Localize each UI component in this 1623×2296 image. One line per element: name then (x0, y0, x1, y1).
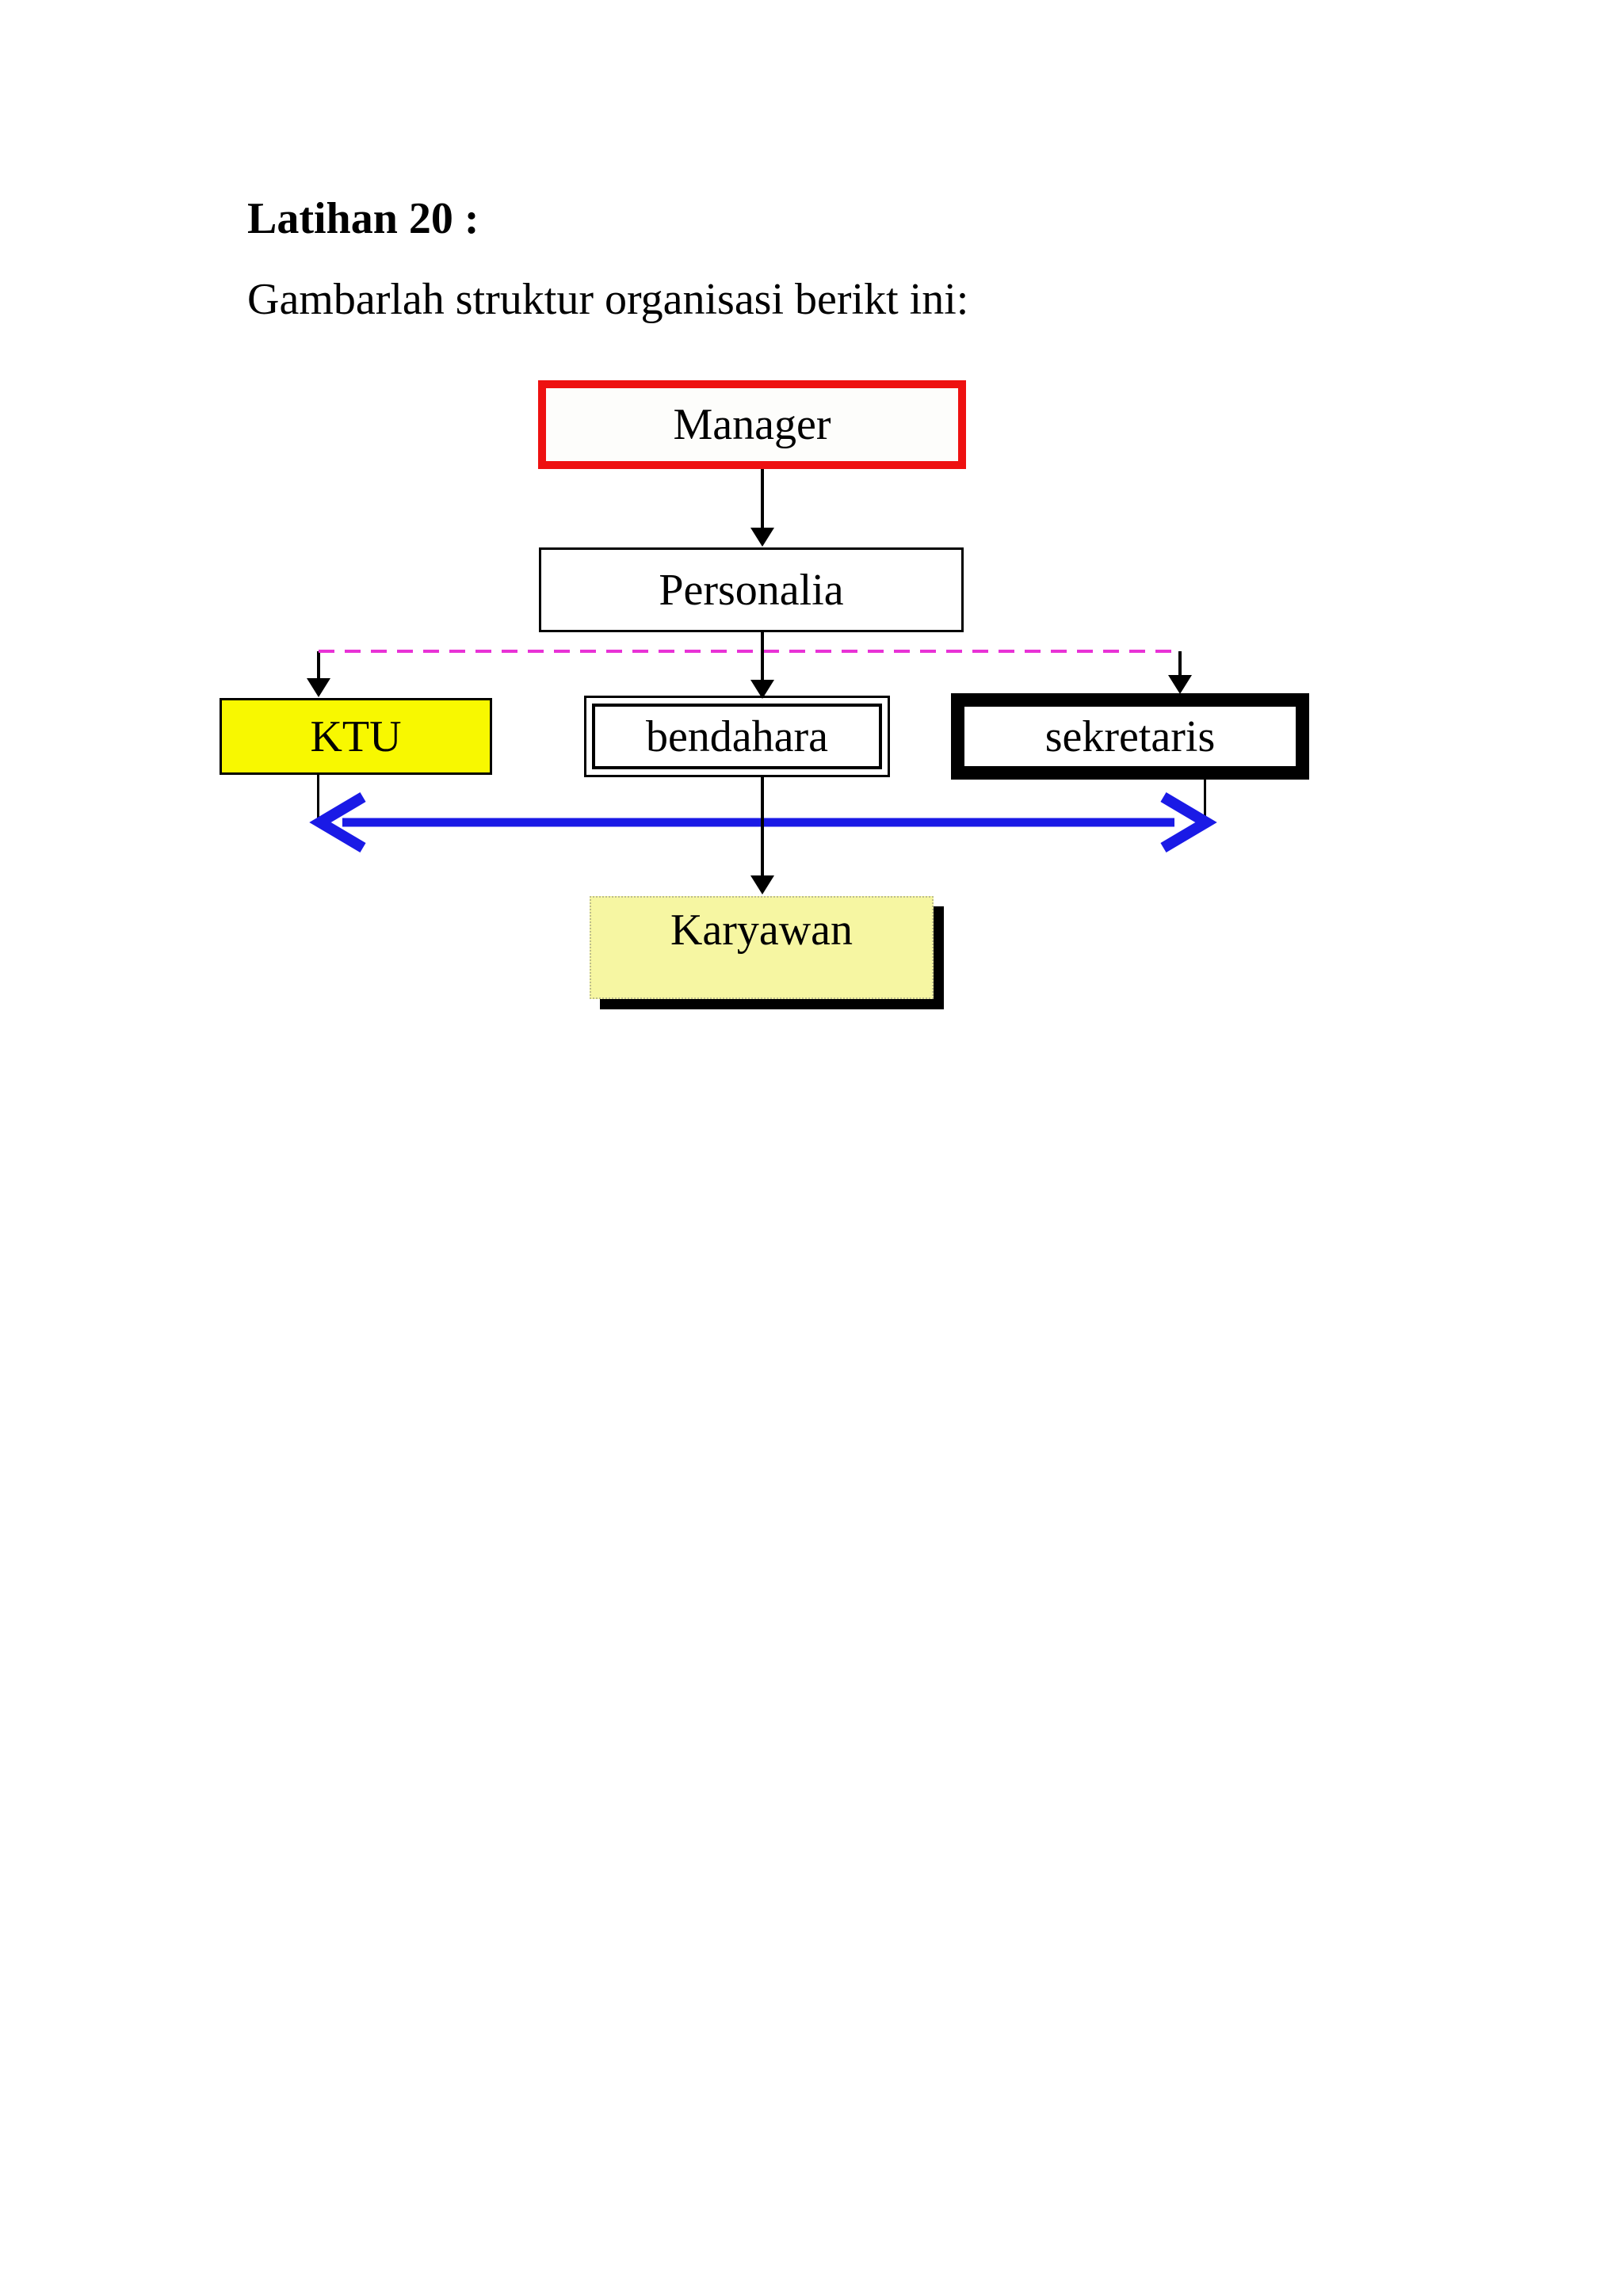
drop-sekretaris-to-arrow-line (1204, 780, 1206, 823)
drop-ktu-to-arrow-line (317, 775, 319, 823)
arrowhead-right-icon (1160, 791, 1217, 853)
arrowhead-down-icon (1168, 675, 1192, 694)
node-karyawan: Karyawan (590, 896, 934, 999)
node-sekretaris-label: sekretaris (1044, 711, 1216, 761)
connector-manager-personalia-line (761, 469, 764, 529)
node-manager-label: Manager (673, 400, 831, 449)
node-ktu: KTU (220, 698, 492, 775)
branch-drop-ktu-line (317, 651, 320, 680)
branch-drop-sekretaris-line (1178, 651, 1182, 677)
node-personalia-label: Personalia (659, 565, 844, 615)
node-karyawan-label: Karyawan (670, 906, 854, 955)
node-sekretaris: sekretaris (951, 693, 1309, 780)
connector-personalia-bendahara-line (761, 632, 764, 683)
two-way-arrow (309, 791, 1217, 853)
node-ktu-label: KTU (310, 711, 402, 761)
arrowhead-left-icon (309, 791, 366, 853)
arrowhead-down-icon (750, 680, 774, 699)
arrowhead-down-icon (750, 875, 774, 894)
node-bendahara-label: bendahara (645, 711, 829, 761)
node-bendahara: bendahara (584, 696, 890, 777)
arrowhead-down-icon (750, 528, 774, 547)
node-bendahara-inner-frame: bendahara (592, 704, 882, 769)
node-personalia: Personalia (539, 547, 964, 632)
instruction-text: Gambarlah struktur organisasi berikt ini… (247, 275, 969, 324)
dashed-branch-line (319, 650, 1181, 653)
connector-bendahara-karyawan-line (761, 777, 764, 877)
arrowhead-down-icon (307, 678, 330, 697)
node-manager: Manager (538, 380, 966, 469)
exercise-title: Latihan 20 : (247, 194, 479, 243)
